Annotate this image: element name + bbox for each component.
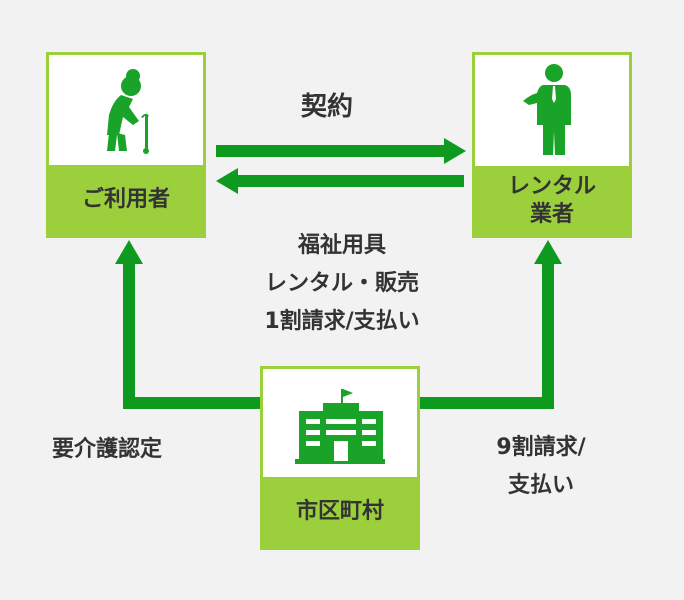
payment-line1: 9割請求/ [496,435,586,460]
rental-sales-label: 福祉用具 レンタル・販売 1割請求/支払い [212,227,472,341]
city-hall-building-icon [295,389,385,464]
rental-company-picture [475,55,629,166]
rental-company-node: レンタル 業者 [472,52,632,238]
payment-arrow-up [419,240,562,409]
user-picture [49,55,203,165]
rental-sales-line2: レンタル・販売 [264,271,419,296]
contract-arrow-right [216,138,466,164]
city-picture [263,369,417,477]
rental-arrow-left [216,168,464,194]
user-label: ご利用者 [81,187,170,212]
rental-label-line1: レンタル [507,173,596,199]
user-node: ご利用者 [46,52,206,238]
rental-label-line2: 業者 [529,201,574,227]
rental-sales-line3: 1割請求/支払い [264,309,420,334]
city-node: 市区町村 [260,366,420,550]
payment-line2: 支払い [507,473,574,498]
elderly-person-with-cane-icon [107,69,149,154]
certification-arrow-up [115,240,262,409]
rental-sales-line1: 福祉用具 [297,233,386,258]
rental-company-label: レンタル 業者 [475,166,629,235]
businessman-icon [523,64,571,155]
city-label: 市区町村 [295,499,384,524]
care-certification-label: 要介護認定 [52,437,163,462]
contract-label: 契約 [301,92,354,122]
payment-label: 9割請求/ 支払い [466,429,616,505]
